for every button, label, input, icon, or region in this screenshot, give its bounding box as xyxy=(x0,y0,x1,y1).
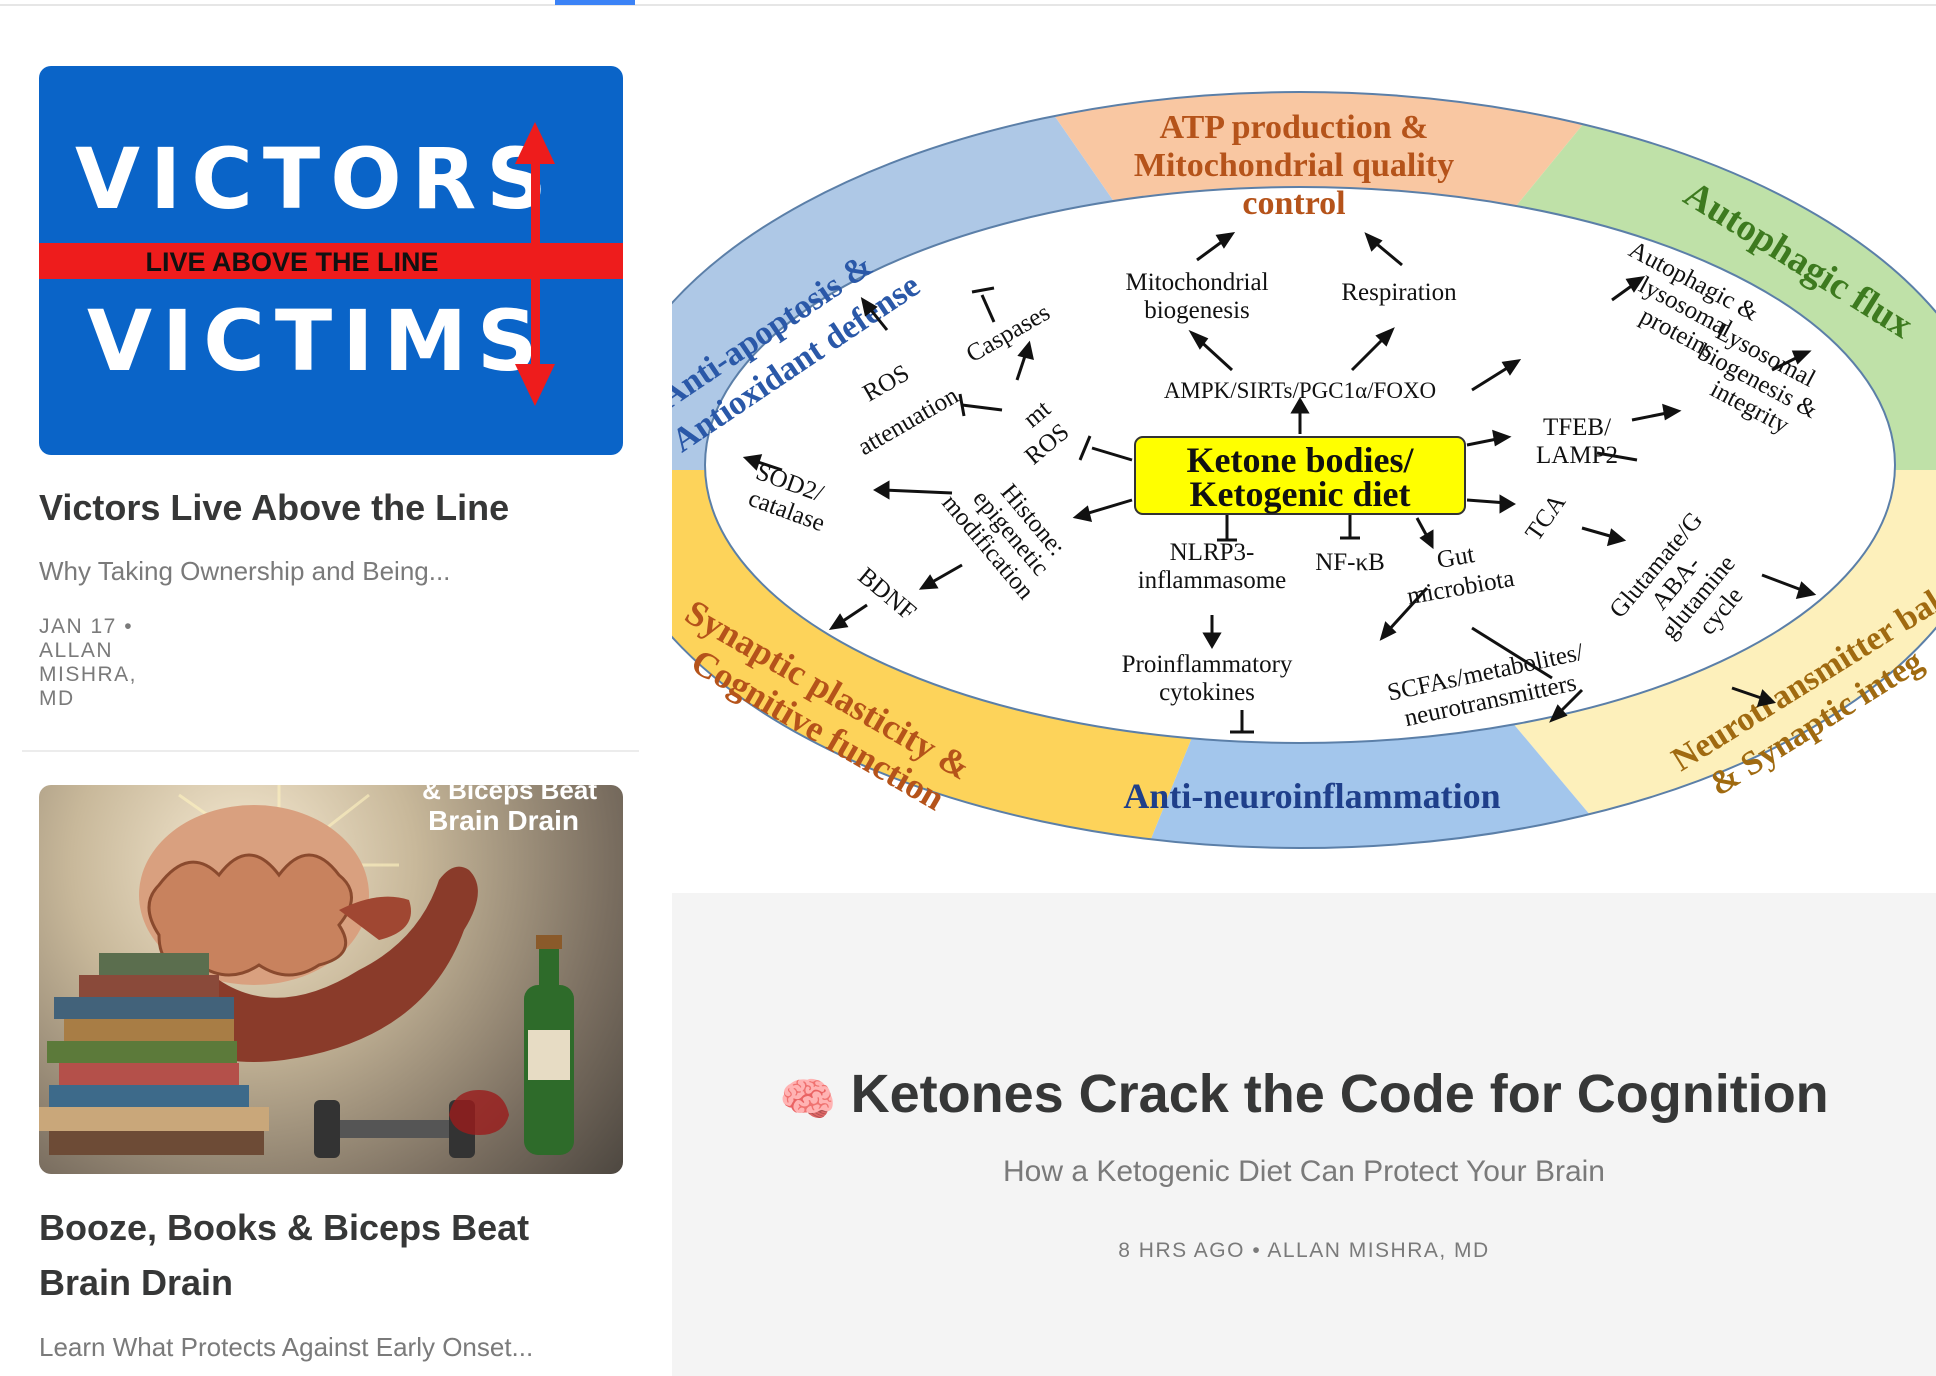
post-subtitle: Why Taking Ownership and Being... xyxy=(39,556,629,587)
thumb-caption-top: & Biceps Beat xyxy=(422,785,597,806)
post-meta: JAN 17 • ALLAN MISHRA, MD xyxy=(39,615,137,711)
featured-subtitle: How a Ketogenic Diet Can Protect Your Br… xyxy=(672,1155,1936,1189)
top-nav-rule xyxy=(0,4,1936,6)
lbl-proinf1: Proinflammatory xyxy=(1122,651,1293,678)
post-thumbnail[interactable]: VICTORS LIVE ABOVE THE LINE VICTIMS xyxy=(39,66,623,455)
up-down-arrow-icon xyxy=(39,66,623,455)
meta-separator: • xyxy=(1252,1239,1267,1262)
lbl-nlrp1: NLRP3- xyxy=(1170,539,1255,566)
featured-post-text[interactable]: 🧠 Ketones Crack the Code for Cognition Ho… xyxy=(672,893,1936,1376)
center-line2: Ketogenic diet xyxy=(1190,474,1411,514)
brain-emoji-icon: 🧠 xyxy=(779,1072,836,1127)
active-tab-indicator xyxy=(555,0,635,5)
lbl-tfeb1: TFEB/ xyxy=(1543,414,1611,441)
brain-biceps-illustration xyxy=(39,785,623,1174)
post-subtitle: Learn What Protects Against Early Onset.… xyxy=(39,1332,629,1363)
lbl-proinf2: cytokines xyxy=(1159,679,1255,706)
featured-title[interactable]: 🧠 Ketones Crack the Code for Cognition xyxy=(672,1063,1936,1127)
featured-date: 8 HRS AGO xyxy=(1118,1239,1245,1262)
featured-meta: 8 HRS AGO • ALLAN MISHRA, MD xyxy=(672,1239,1936,1263)
seg-atp-line2: Mitochondrial quality xyxy=(1134,147,1454,184)
lbl-respiration: Respiration xyxy=(1341,279,1457,306)
featured-image-ketone-diagram[interactable]: ATP production & Mitochondrial quality c… xyxy=(672,60,1936,890)
featured-title-text[interactable]: Ketones Crack the Code for Cognition xyxy=(851,1064,1829,1124)
lbl-mito1: Mitochondrial xyxy=(1125,269,1268,296)
featured-author[interactable]: ALLAN MISHRA, MD xyxy=(1267,1239,1489,1262)
lbl-mito2: biogenesis xyxy=(1144,297,1250,324)
seg-atp-line1: ATP production & xyxy=(1160,109,1429,146)
post-date: JAN 17 xyxy=(39,615,117,638)
thumb-caption: Brain Drain xyxy=(428,805,579,837)
post-thumbnail[interactable]: & Biceps Beat Brain Drain xyxy=(39,785,623,1174)
ketone-diagram: ATP production & Mitochondrial quality c… xyxy=(672,60,1936,890)
post-divider xyxy=(22,750,639,752)
post-title[interactable]: Victors Live Above the Line xyxy=(39,480,629,535)
post-author[interactable]: ALLAN MISHRA, MD xyxy=(39,639,137,710)
lbl-nlrp2: inflammasome xyxy=(1138,567,1287,594)
meta-separator: • xyxy=(124,615,133,638)
lbl-nfkb: NF-κB xyxy=(1315,549,1385,576)
seg-neuroinflammation: Anti-neuroinflammation xyxy=(1123,776,1500,816)
post-title[interactable]: Booze, Books & Biceps Beat Brain Drain xyxy=(39,1200,629,1310)
seg-atp-line3: control xyxy=(1242,185,1345,222)
